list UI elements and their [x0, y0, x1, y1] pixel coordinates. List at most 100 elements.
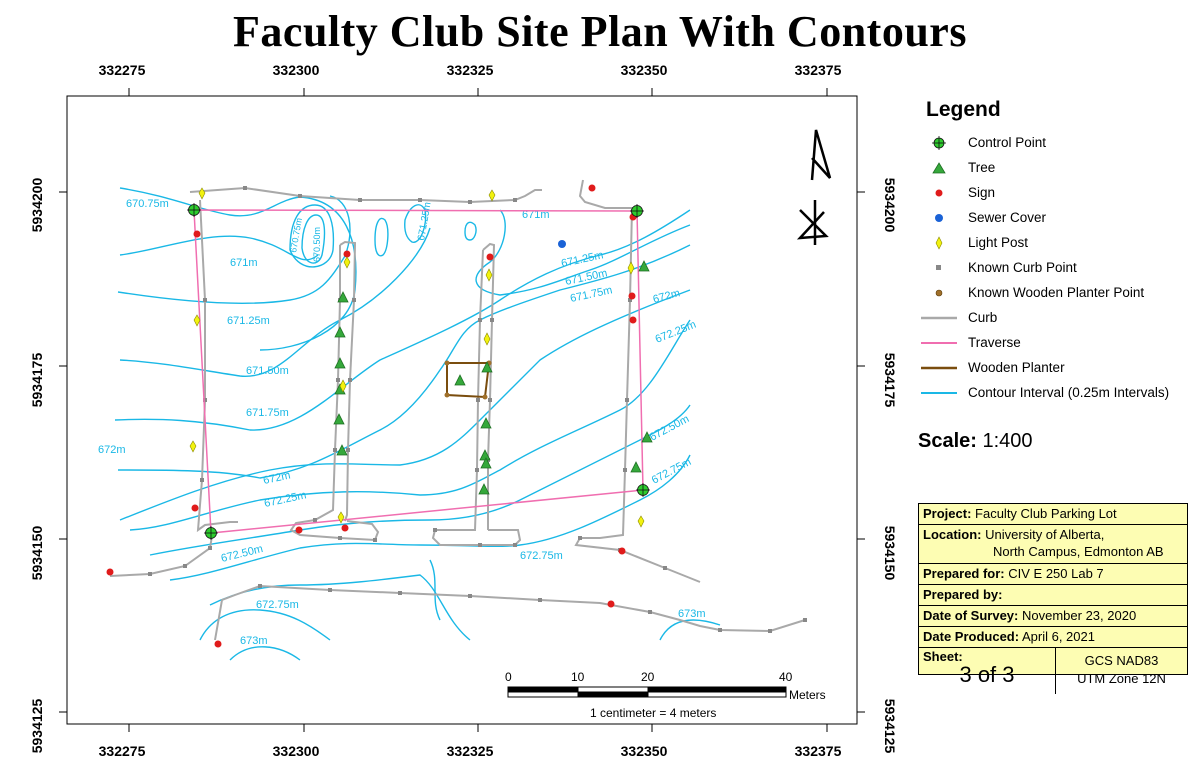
- legend-label: Control Point: [968, 135, 1047, 150]
- tree-markers: [333, 260, 653, 495]
- legend-item: Curb: [920, 305, 1190, 330]
- x-tick-bottom: 332300: [272, 743, 320, 759]
- legend-label: Wooden Planter: [968, 360, 1065, 375]
- x-tick-bottom: 332325: [446, 743, 494, 759]
- sign-markers: [106, 184, 637, 648]
- scale-bar-tick: 40: [779, 670, 793, 684]
- sheet-row: Sheet: 3 of 3 GCS NAD83 UTM Zone 12N: [919, 648, 1187, 694]
- location-row: Location: University of Alberta,North Ca…: [919, 525, 1187, 564]
- legend-item: Tree: [920, 155, 1190, 180]
- survey-date-row: Date of Survey: November 23, 2020: [919, 606, 1187, 627]
- crs-line-2: UTM Zone 12N: [1077, 671, 1166, 686]
- legend-item: Traverse: [920, 330, 1190, 355]
- contour-label: 672.75m: [520, 550, 563, 562]
- contour-label: 671m: [522, 209, 550, 221]
- legend-item: Known Curb Point: [920, 255, 1190, 280]
- legend-item: Control Point: [920, 130, 1190, 155]
- x-tick-bottom: 332350: [620, 743, 668, 759]
- x-tick-top: 332300: [272, 62, 320, 78]
- prepared-by-label: Prepared by:: [923, 587, 1003, 602]
- survey-date-label: Date of Survey:: [923, 608, 1019, 623]
- project-value: Faculty Club Parking Lot: [975, 506, 1117, 521]
- contour-lines: [114, 187, 721, 661]
- contour-label: 671.75m: [246, 407, 289, 419]
- contour-label: 671.50m: [246, 365, 289, 377]
- legend-label: Contour Interval (0.25m Intervals): [968, 385, 1170, 400]
- planter-line-icon: [920, 358, 958, 378]
- contour-label: 673m: [678, 608, 706, 620]
- scale-bar-tick: 10: [571, 670, 585, 684]
- scale-value: 1:400: [982, 430, 1033, 452]
- traverse-line-icon: [920, 333, 958, 353]
- produced-date-value: April 6, 2021: [1021, 629, 1095, 644]
- tree-icon: [920, 158, 958, 178]
- contour-label: 673m: [240, 635, 268, 647]
- x-tick-bottom: 332275: [98, 743, 146, 759]
- sewer-cover-icon: [920, 208, 958, 228]
- planter-point-icon: [920, 283, 958, 303]
- legend-label: Curb: [968, 310, 998, 325]
- curb-point-icon: [920, 258, 958, 278]
- scale-bar: [507, 686, 787, 698]
- contour-label: 672m: [262, 469, 291, 486]
- scale-bar-tick: 0: [505, 670, 512, 684]
- contour-line-icon: [920, 383, 958, 403]
- page-title: Faculty Club Site Plan With Contours: [233, 7, 967, 56]
- map-frame: [66, 95, 858, 725]
- x-tick-top: 332275: [98, 62, 146, 78]
- frame-ticks: [59, 88, 865, 732]
- control-point-markers: [187, 203, 650, 540]
- produced-date-row: Date Produced: April 6, 2021: [919, 627, 1187, 648]
- legend-item: Sewer Cover: [920, 205, 1190, 230]
- legend-title: Legend: [926, 98, 1001, 121]
- contour-label: 670.50m: [312, 227, 322, 262]
- curb-line-icon: [920, 308, 958, 328]
- survey-date-value: November 23, 2020: [1022, 608, 1137, 623]
- sewer-cover-marker: [558, 240, 566, 248]
- scale-bar-units: Meters: [789, 688, 826, 702]
- legend-item: Known Wooden Planter Point: [920, 280, 1190, 305]
- x-tick-top: 332325: [446, 62, 494, 78]
- legend-label: Sign: [968, 185, 996, 200]
- north-arrow-icon: [796, 129, 832, 245]
- sign-icon: [920, 183, 958, 203]
- title-block: Project: Faculty Club Parking Lot Locati…: [918, 503, 1188, 694]
- x-tick-top: 332375: [794, 62, 842, 78]
- legend-label: Traverse: [968, 335, 1021, 350]
- legend-label: Sewer Cover: [968, 210, 1047, 225]
- crs-cell: GCS NAD83 UTM Zone 12N: [1056, 648, 1187, 694]
- legend-label: Known Wooden Planter Point: [968, 285, 1145, 300]
- legend-label: Known Curb Point: [968, 260, 1077, 275]
- produced-date-label: Date Produced:: [923, 629, 1020, 644]
- light-post-icon: [920, 233, 958, 253]
- legend-item: Wooden Planter: [920, 355, 1190, 380]
- project-label: Project:: [923, 506, 972, 521]
- scale-bar-tick: 20: [641, 670, 655, 684]
- prepared-for-label: Prepared for:: [923, 566, 1005, 581]
- control-point-icon: [920, 133, 958, 153]
- contour-label: 671m: [230, 257, 258, 269]
- crs-line-1: GCS NAD83: [1084, 653, 1159, 668]
- location-label: Location:: [923, 527, 982, 542]
- project-row: Project: Faculty Club Parking Lot: [919, 504, 1187, 525]
- legend: Legend Control Point Tree Sign Sewer Cov…: [920, 96, 1190, 405]
- contour-label: 672.75m: [256, 599, 299, 611]
- contour-label: 671.25m: [227, 315, 270, 327]
- prepared-for-row: Prepared for: CIV E 250 Lab 7: [919, 564, 1187, 585]
- legend-item: Light Post: [920, 230, 1190, 255]
- scale-text: Scale: 1:400: [918, 430, 1033, 453]
- legend-label: Light Post: [968, 235, 1029, 250]
- sheet-label: Sheet:: [923, 649, 963, 664]
- legend-item: Sign: [920, 180, 1190, 205]
- light-post-markers: [189, 187, 645, 528]
- sheet-value: 3 of 3: [959, 662, 1015, 687]
- prepared-for-value: CIV E 250 Lab 7: [1008, 566, 1104, 581]
- sheet-cell: Sheet: 3 of 3: [919, 648, 1056, 694]
- prepared-by-row: Prepared by:: [919, 585, 1187, 606]
- contour-label: 672m: [98, 444, 126, 456]
- location-line-2: North Campus, Edmonton AB: [993, 544, 1164, 559]
- legend-label: Tree: [968, 160, 996, 175]
- wooden-planter: [444, 360, 492, 400]
- scale-label: Scale:: [918, 430, 977, 452]
